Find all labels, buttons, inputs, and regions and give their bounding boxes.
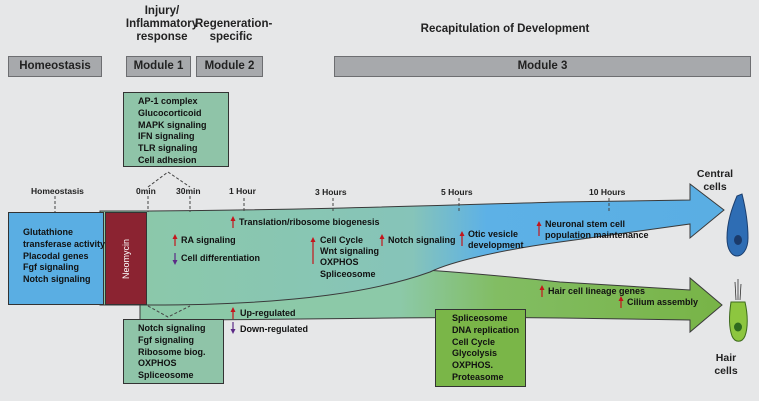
gene-item: Notch signaling (23, 274, 91, 285)
gene-item: transferase activity (23, 238, 106, 249)
homeostasis-box: Glutathione transferase activity Placoda… (8, 212, 106, 305)
gene-item: Proteasome (452, 371, 504, 382)
neomycin-bar: Neomycin (105, 212, 147, 305)
label-notch-signaling: Notch signaling (388, 235, 456, 245)
module-1: Module 1 (126, 56, 191, 77)
label-cilium-assembly: Cilium assembly (627, 297, 699, 307)
gene-item: TLR signaling (138, 143, 198, 154)
timepoint-5hours: 5 Hours (441, 187, 473, 197)
gene-item: Notch signaling (138, 323, 206, 333)
module-homeostasis: Homeostasis (8, 56, 102, 77)
gene-item: OXPHOS (138, 358, 177, 369)
label-cell-cycle-group: Cell Cycle Wnt signaling OXPHOS Spliceos… (320, 235, 379, 279)
header-regeneration: Regeneration- specific (195, 18, 273, 43)
gene-item: MAPK signaling (138, 119, 207, 130)
label-neuronal-stem-cell: Neuronal stem cell population maintenanc… (545, 219, 649, 241)
neomycin-label: Neomycin (121, 238, 131, 279)
gene-item: Fgf signaling (23, 262, 79, 273)
gene-item: Glutathione (23, 227, 73, 237)
timepoint-10hours: 10 Hours (589, 187, 626, 197)
header-injury: Injury/ Inflammatory response (125, 5, 199, 43)
timepoint-3hours: 3 Hours (315, 187, 347, 197)
gene-item: IFN signaling (138, 131, 195, 142)
module-2: Module 2 (196, 56, 263, 77)
gene-item: Spliceosome (138, 370, 194, 381)
central-cell-arrow (99, 182, 725, 306)
gene-item: Fgf signaling (138, 334, 194, 345)
gene-item: Glycolysis (452, 348, 498, 359)
gene-item: Placodal genes (23, 250, 89, 261)
label-ra-signaling: RA signaling (181, 235, 236, 245)
legend-up: Up-regulated (240, 308, 296, 318)
module1-downregulated-box: Notch signaling Fgf signaling Ribosome b… (123, 319, 224, 384)
label-cell-differentiation: Cell differentiation (181, 253, 261, 263)
timepoint-1hour: 1 Hour (229, 186, 256, 196)
gene-item: AP-1 complex (138, 96, 198, 106)
label-otic-vesicle: Otic vesicle development (468, 229, 524, 251)
label-central-cells: Central cells (696, 168, 734, 193)
header-recapitulation: Recapitulation of Development (420, 23, 590, 35)
gene-item: Cell adhesion (138, 154, 197, 165)
label-translation: Translation/ribosome biogenesis (239, 217, 380, 227)
gene-item: Glucocorticoid (138, 107, 202, 118)
timepoint-30min: 30min (176, 186, 201, 196)
label-hair-cells: Hair cells (714, 352, 738, 377)
hair-upregulated-box: Spliceosome DNA replication Cell Cycle G… (435, 309, 526, 387)
gene-item: Spliceosome (452, 313, 508, 323)
timepoint-homeostasis: Homeostasis (31, 186, 84, 196)
legend-down: Down-regulated (240, 324, 309, 334)
central-cell-icon (726, 193, 749, 257)
label-hair-cell-lineage: Hair cell lineage genes (548, 286, 646, 296)
module1-upregulated-box: AP-1 complex Glucocorticoid MAPK signali… (123, 92, 229, 167)
gene-item: Cell Cycle (452, 336, 496, 347)
timepoint-0min: 0min (136, 186, 156, 196)
gene-item: Ribosome biog. (138, 346, 206, 357)
gene-item: OXPHOS. (452, 360, 494, 371)
gene-item: DNA replication (452, 324, 520, 335)
hair-cell-icon (729, 279, 748, 342)
module-3: Module 3 (334, 56, 751, 77)
